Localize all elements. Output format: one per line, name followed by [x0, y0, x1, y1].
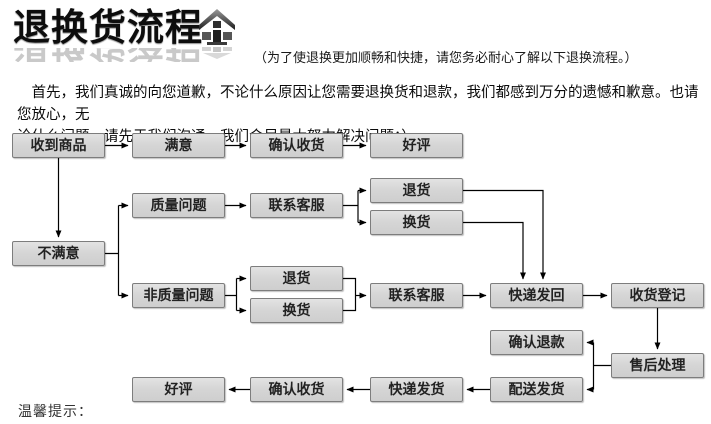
node-delivery-dispatch: 配送发货	[490, 377, 583, 402]
node-quality-issue: 质量问题	[132, 193, 225, 218]
page-title: 退换货流程	[13, 7, 203, 48]
node-satisfied: 满意	[132, 133, 225, 158]
node-exchange-goods-1: 换货	[370, 210, 463, 235]
title-note: （为了使退换更加顺畅和快捷，请您务必耐心了解以下退换流程。）	[254, 50, 638, 65]
node-return-goods-2: 退货	[250, 266, 343, 291]
node-unsatisfied: 不满意	[12, 241, 105, 266]
node-received-goods: 收到商品	[12, 133, 105, 158]
node-aftersales-handling: 售后处理	[611, 353, 704, 378]
node-confirm-receipt-bot: 确认收货	[250, 377, 343, 402]
header: 退换货流程 退换货流程	[0, 0, 711, 80]
node-express-dispatch: 快递发货	[370, 377, 463, 402]
node-contact-service-1: 联系客服	[250, 193, 343, 218]
node-exchange-goods-2: 换货	[250, 298, 343, 323]
node-good-review-top: 好评	[370, 133, 463, 158]
node-good-review-bot: 好评	[132, 377, 225, 402]
tips-label: 温馨提示：	[18, 403, 93, 419]
node-confirm-receipt-top: 确认收货	[250, 133, 343, 158]
intro-line: 首先，我们真诚的向您道歉，不论什么原因让您需要退换货和退款，我们都感到万分的遗憾…	[17, 85, 699, 123]
node-confirm-refund: 确认退款	[490, 330, 583, 355]
node-non-quality-issue: 非质量问题	[132, 283, 225, 308]
node-contact-service-2: 联系客服	[370, 283, 463, 308]
node-return-goods-1: 退货	[370, 178, 463, 203]
node-express-send-back: 快递发回	[490, 283, 583, 308]
house-up-arrow-icon	[197, 8, 237, 65]
node-receipt-registration: 收货登记	[611, 283, 704, 308]
